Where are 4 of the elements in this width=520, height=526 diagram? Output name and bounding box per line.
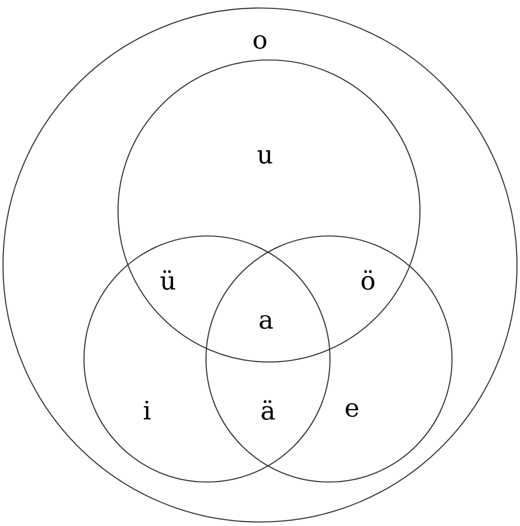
region-label: ö — [362, 270, 374, 290]
region-label: ü — [160, 270, 176, 290]
region-label: ä — [262, 400, 275, 420]
region-label: a — [260, 315, 273, 329]
